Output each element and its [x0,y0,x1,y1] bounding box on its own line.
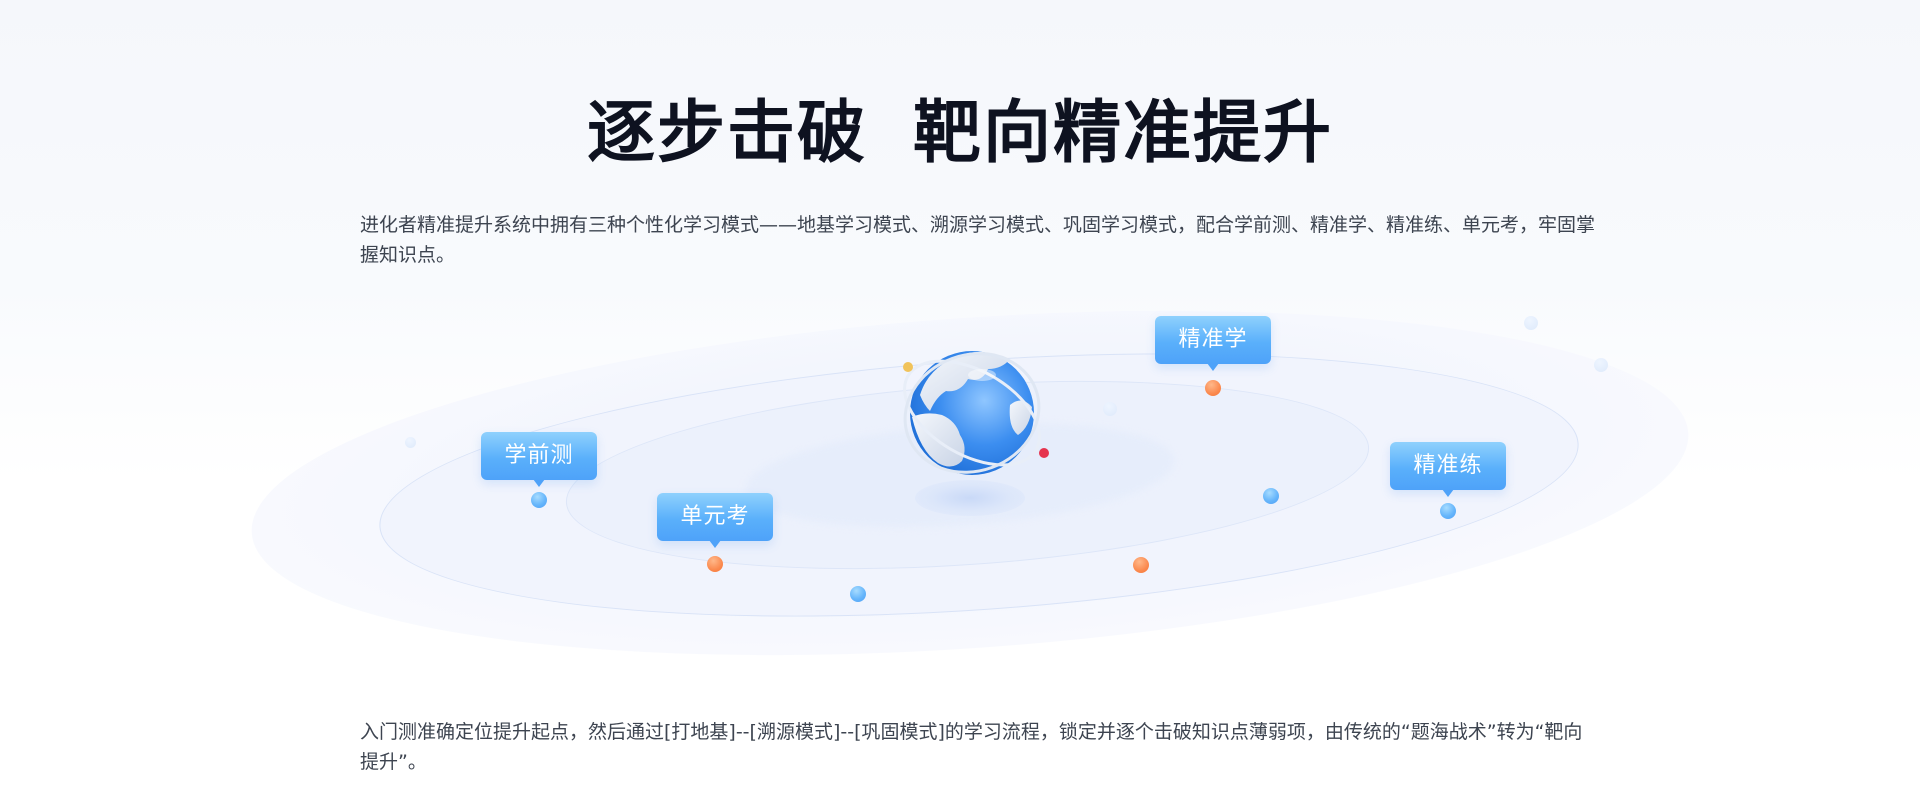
node-pretest-button[interactable]: 学前测 [481,432,597,487]
node-label: 精准练 [1413,453,1483,478]
node-label: 精准学 [1178,327,1248,352]
node-pretest-dot [531,492,547,508]
page-title: 逐步击破靶向精准提升 [0,92,1920,176]
title-part-1: 逐步击破 [586,94,867,173]
node-precise-learn-dot [1205,380,1221,396]
orbit-dot-blue [850,586,866,602]
node-precise-practice-dot [1440,503,1456,519]
intro-paragraph: 进化者精准提升系统中拥有三种个性化学习模式——地基学习模式、溯源学习模式、巩固学… [360,214,1596,266]
node-precise-learn-button[interactable]: 精准学 [1155,316,1271,371]
node-unit-exam-dot [707,556,723,572]
decorative-dot [1103,402,1117,416]
globe-shadow [915,480,1025,516]
orbit-dot-orange [1133,557,1149,573]
summary-paragraph: 入门测准确定位提升起点，然后通过[打地基]--[溯源模式]--[巩固模式]的学习… [360,721,1583,773]
globe-icon [903,351,1049,475]
title-part-2: 靶向精准提升 [913,94,1334,173]
orbit-dot-blue [1263,488,1279,504]
node-unit-exam-button[interactable]: 单元考 [657,493,773,548]
node-label: 学前测 [504,443,574,468]
decorative-dot [405,437,416,448]
decorative-dot [1594,358,1608,372]
decorative-dot [1524,316,1538,330]
node-label: 单元考 [680,504,750,529]
node-precise-practice-button[interactable]: 精准练 [1390,442,1506,497]
